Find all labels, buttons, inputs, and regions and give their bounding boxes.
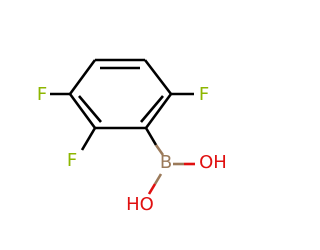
bond-ring-c2-c3 (143, 59, 173, 95)
bond-boron-ho-bottom-o (147, 183, 157, 195)
molecule-diagram: F F F B OH HO (37, 58, 227, 215)
bond-boron-ho-bottom-b (153, 173, 163, 185)
bond-ring-c5-c6 (68, 93, 97, 129)
atom-fluorine-top-right: F (199, 84, 209, 105)
atom-fluorine-bottom-left: F (67, 150, 77, 171)
atom-hydroxyl-bottom: HO (126, 194, 154, 215)
atom-hydroxyl-right: OH (199, 152, 227, 173)
bond-c5-f-bottom (80, 127, 97, 151)
bond-double-inner-right (140, 95, 164, 123)
structure-canvas: F F F B OH HO (36, 58, 227, 215)
bond-ring-c6-c1 (68, 59, 97, 95)
atom-boron: B (160, 152, 172, 173)
bond-c4-boron-colored (154, 144, 165, 156)
bond-ring-c3-c4 (144, 93, 173, 129)
atom-fluorine-top-left: F (37, 84, 47, 105)
bond-double-inner-left (78, 95, 102, 123)
bond-c4-boron-black (144, 127, 158, 146)
